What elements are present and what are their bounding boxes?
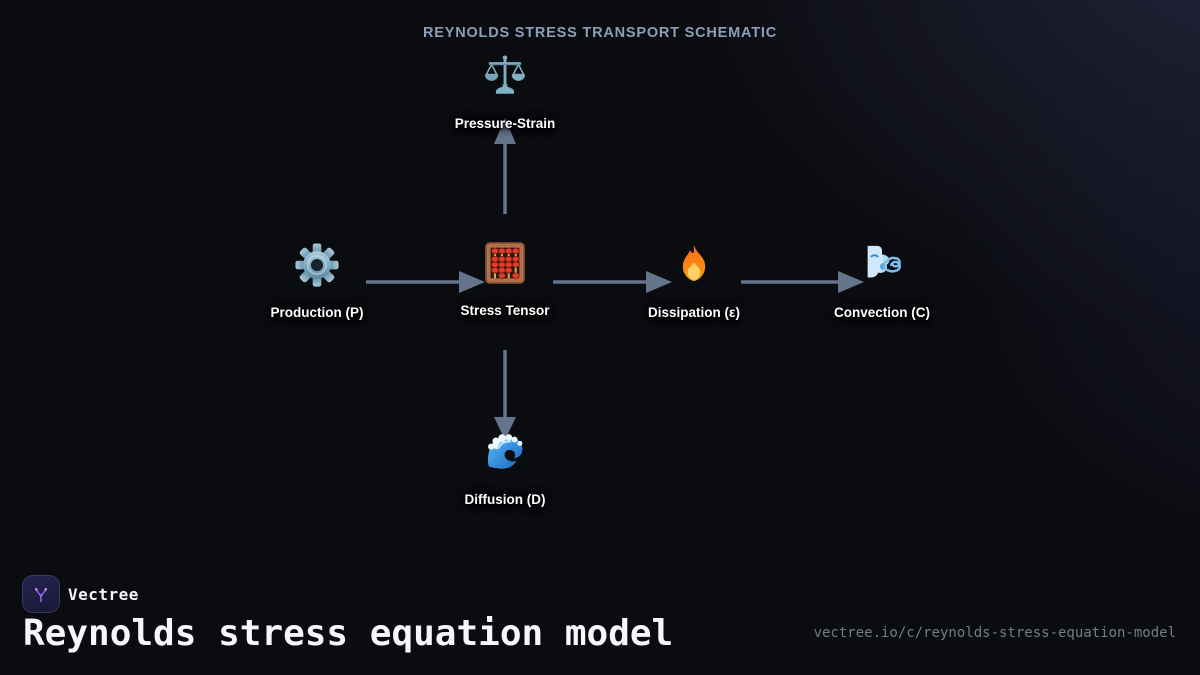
node-stress-tensor: Stress Tensor: [420, 240, 590, 318]
gear-icon: [294, 242, 340, 288]
node-diffusion: Diffusion (D): [420, 429, 590, 507]
fire-icon: [671, 242, 717, 288]
balance-scale-icon: [482, 53, 528, 99]
node-label: Production (P): [270, 305, 364, 320]
vectree-logo: [22, 575, 60, 613]
node-pressure-strain: Pressure-Strain: [420, 53, 590, 131]
arrow-stress-tensor-to-pressure-strain: [494, 118, 516, 214]
arrow-stress-tensor-to-diffusion: [494, 350, 516, 440]
abacus-icon: [482, 240, 528, 286]
node-label: Dissipation (ε): [648, 305, 740, 320]
node-convection: Convection (C): [797, 242, 967, 320]
arrow-dissipation-to-convection: [741, 271, 864, 293]
page-title: Reynolds stress equation model: [23, 613, 674, 654]
wind-face-icon: [859, 242, 905, 288]
node-label: Diffusion (D): [464, 492, 546, 507]
node-label: Stress Tensor: [460, 303, 550, 318]
node-label: Convection (C): [834, 305, 930, 320]
arrow-stress-tensor-to-dissipation: [553, 271, 672, 293]
brand-name: Vectree: [68, 585, 139, 604]
arrow-production-to-stress-tensor: [366, 271, 485, 293]
node-production: Production (P): [232, 242, 402, 320]
wave-icon: [482, 429, 528, 475]
node-label: Pressure-Strain: [454, 116, 556, 131]
diagram-title: REYNOLDS STRESS TRANSPORT SCHEMATIC: [422, 25, 777, 41]
node-dissipation: Dissipation (ε): [609, 242, 779, 320]
page-url: vectree.io/c/reynolds-stress-equation-mo…: [813, 625, 1176, 641]
